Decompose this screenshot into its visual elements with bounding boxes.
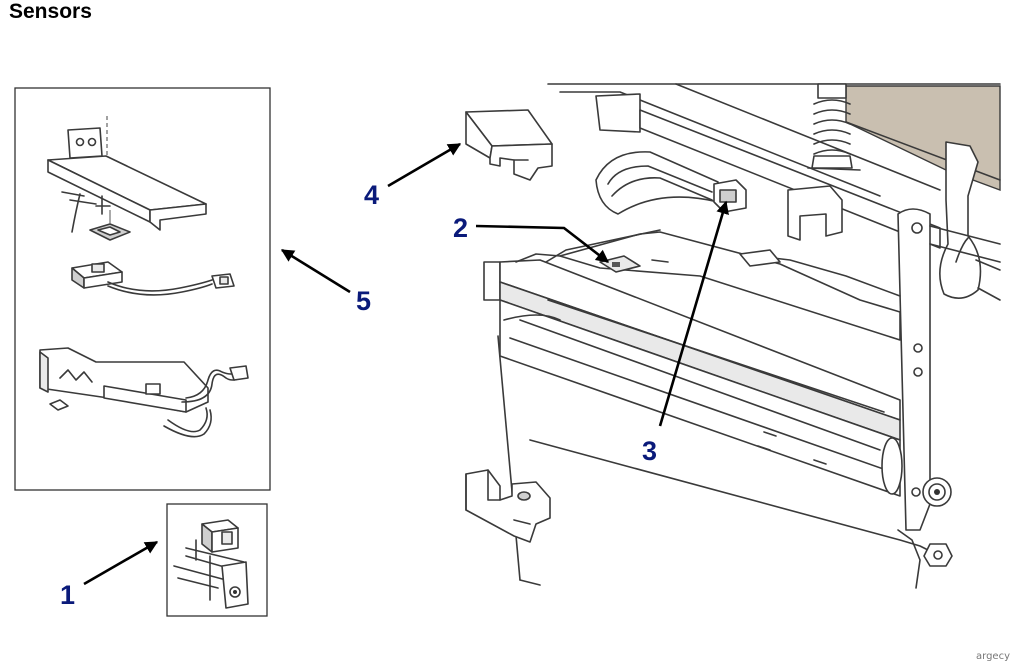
- spring-drawing: [807, 83, 861, 171]
- callout-5: 5: [356, 286, 371, 316]
- page-title: Sensors: [9, 0, 92, 23]
- callout-5-arrow: [280, 248, 351, 294]
- sensor-bracket-drawing: [47, 116, 207, 241]
- callout-2-arrow: [475, 224, 610, 264]
- sensor-detail-panel: [14, 87, 271, 491]
- watermark: argecy: [976, 651, 1010, 662]
- media-sensor-with-cable-drawing: [71, 261, 235, 296]
- lower-sensor-assembly-drawing: [39, 347, 249, 438]
- callout-1-arrow: [83, 540, 159, 586]
- callout-2: 2: [453, 213, 468, 243]
- callout-4-arrow: [387, 142, 462, 188]
- ribbon-sensor-inset-panel: [166, 503, 268, 617]
- printer-mechanism-drawing: [483, 83, 1001, 589]
- callout-1: 1: [60, 580, 75, 610]
- upper-sensor-block-drawing: [465, 109, 553, 181]
- callout-4: 4: [364, 180, 379, 210]
- callout-3: 3: [642, 436, 657, 466]
- callout-3-arrow: [658, 200, 729, 427]
- lower-sensor-block-drawing: [465, 469, 551, 543]
